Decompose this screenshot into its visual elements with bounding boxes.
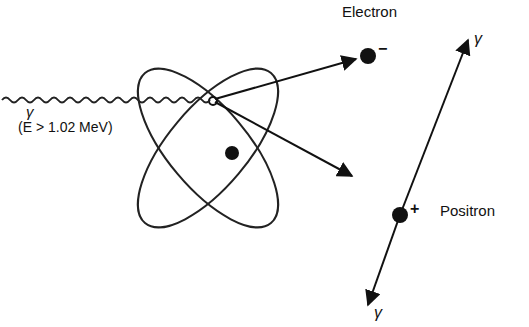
label-text: Electron xyxy=(342,4,397,21)
annihilation-photon xyxy=(368,215,400,305)
positron-track xyxy=(215,102,352,176)
electron-track xyxy=(215,59,356,99)
annihilation-photon xyxy=(400,40,468,215)
label-text: + xyxy=(410,200,419,218)
incoming-photon-wave xyxy=(2,98,210,103)
label-text: (E > 1.02 MeV) xyxy=(18,120,113,135)
atom-orbits xyxy=(114,47,301,249)
label-text: γ xyxy=(26,104,34,121)
label-text: γ xyxy=(474,30,482,48)
nucleus xyxy=(225,146,239,160)
label-text: − xyxy=(378,40,387,58)
electron-dot xyxy=(360,48,376,64)
label-text: Positron xyxy=(440,203,495,220)
label-text: γ xyxy=(374,304,382,322)
